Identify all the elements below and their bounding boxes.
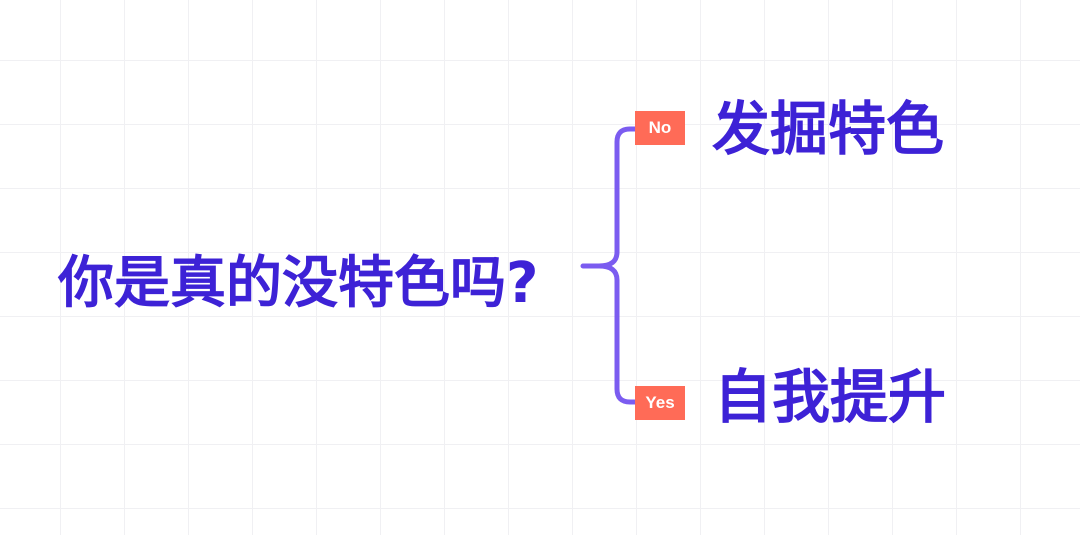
bracket-path xyxy=(580,126,639,405)
yes-branch-answer: 自我提升 xyxy=(714,363,947,431)
no-branch-answer: 发掘特色 xyxy=(712,95,945,163)
question-text: 你是真的没特色吗? xyxy=(58,251,539,316)
yes-branch-tag: Yes xyxy=(635,386,685,420)
no-branch-tag: No xyxy=(635,111,685,145)
